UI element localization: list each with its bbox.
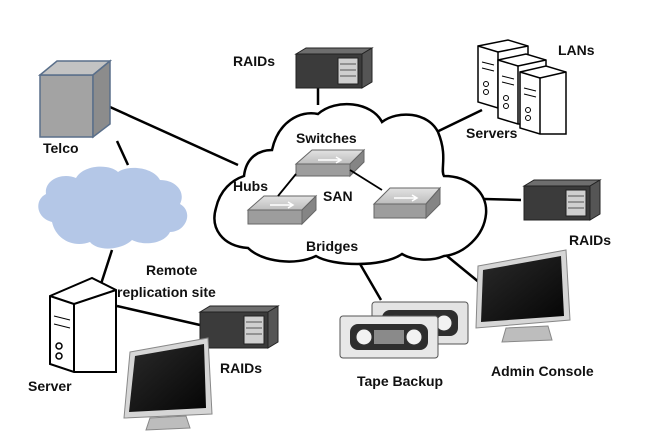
link-remote-server: [99, 249, 114, 285]
label-server: Server: [28, 378, 72, 394]
admin-console-icon: [475, 249, 571, 343]
remote-replication-cloud: [38, 166, 188, 249]
switch-icon-right: [372, 186, 442, 220]
link-server-raids: [116, 304, 201, 327]
raids-top-icon: [294, 47, 374, 89]
telco-icon: [37, 59, 113, 139]
label-tape-backup: Tape Backup: [357, 373, 443, 389]
link-telco-remote: [115, 140, 130, 166]
switch-icon-left: [246, 194, 318, 226]
label-raids-bottom: RAIDs: [220, 360, 262, 376]
internal-links: [277, 169, 383, 197]
label-san: SAN: [323, 188, 353, 204]
label-servers: Servers: [466, 125, 518, 141]
label-lans: LANs: [558, 42, 595, 58]
label-remote-line1: Remote: [146, 262, 198, 278]
server-icon: [49, 276, 117, 373]
raids-right-icon: [522, 179, 602, 221]
link-raids-right-san: [483, 197, 522, 202]
label-raids-top: RAIDs: [233, 53, 275, 69]
raids-bottom-icon: [198, 305, 280, 349]
tape-backup-icon: [339, 301, 469, 359]
label-raids-right: RAIDs: [569, 232, 611, 248]
label-switches: Switches: [296, 130, 357, 146]
label-hubs: Hubs: [233, 178, 268, 194]
switch-icon-top: [294, 148, 366, 178]
tape-cartridge-front: [339, 315, 439, 359]
link-telco-san: [109, 105, 239, 167]
monitor-icon: [123, 337, 213, 431]
label-bridges: Bridges: [306, 238, 358, 254]
label-admin-console: Admin Console: [491, 363, 594, 379]
server-tower-front: [519, 65, 567, 135]
label-remote-line2: replication site: [117, 284, 216, 300]
label-telco: Telco: [43, 140, 79, 156]
servers-lans-icon: [477, 39, 567, 135]
